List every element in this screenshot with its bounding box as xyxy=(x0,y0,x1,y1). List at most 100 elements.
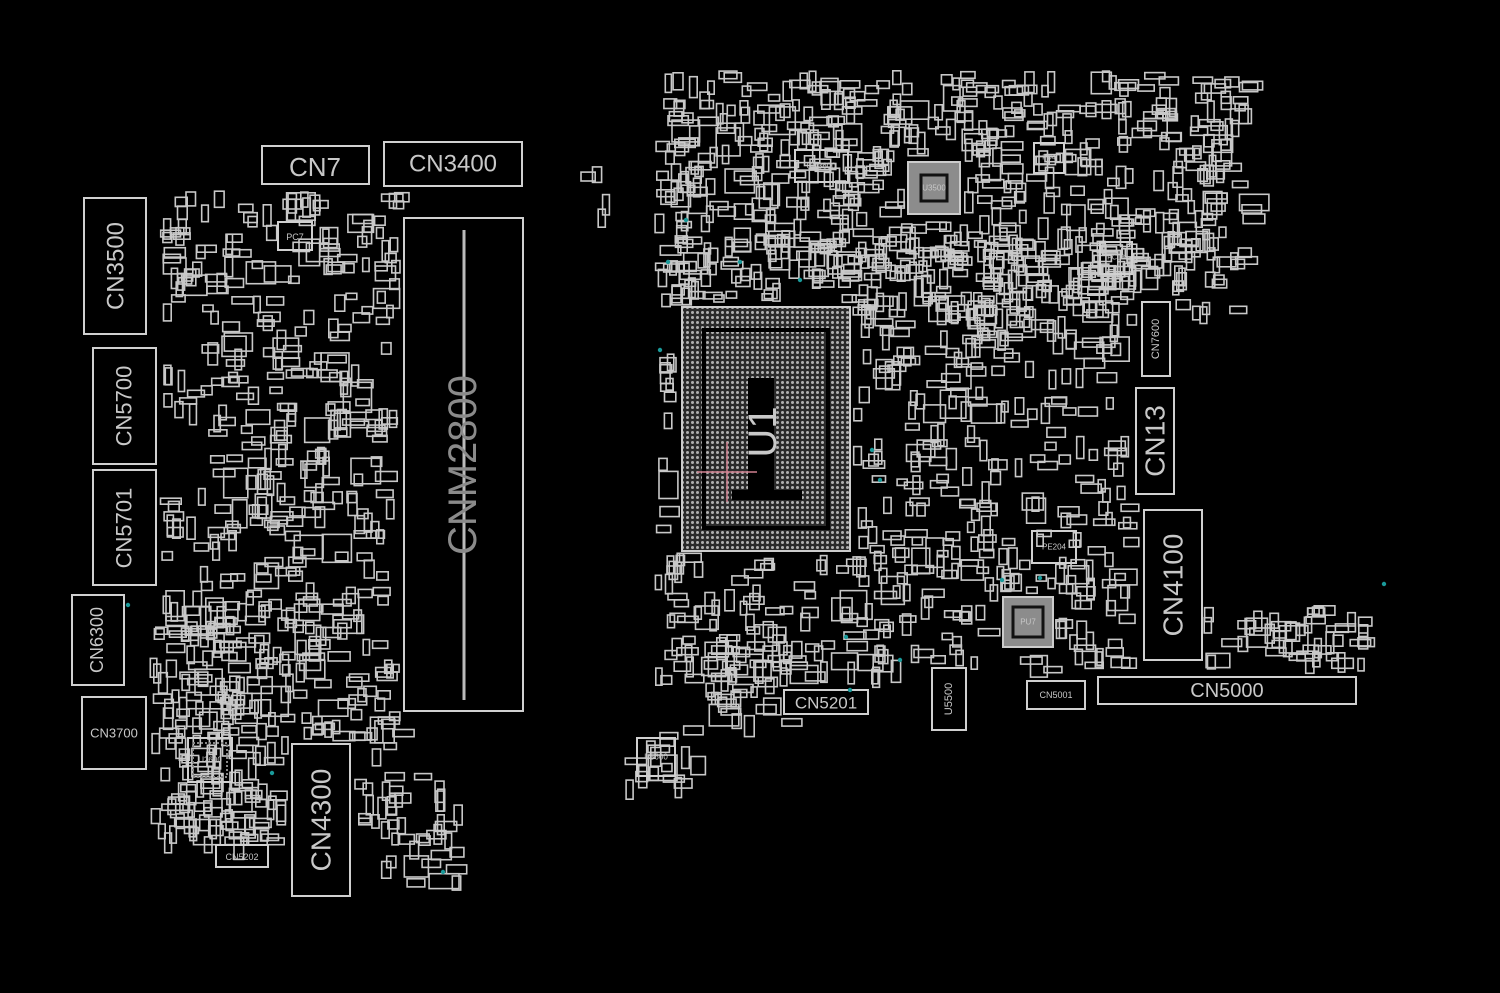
passive-component[interactable] xyxy=(1001,298,1021,308)
passive-component[interactable] xyxy=(307,638,331,650)
passive-component[interactable] xyxy=(192,590,203,608)
passive-component[interactable] xyxy=(229,675,241,692)
passive-component[interactable] xyxy=(700,215,711,233)
passive-component[interactable] xyxy=(842,193,861,205)
passive-component[interactable] xyxy=(332,614,363,635)
passive-component[interactable] xyxy=(1210,203,1226,212)
passive-component[interactable] xyxy=(248,817,272,829)
passive-component[interactable] xyxy=(835,182,853,192)
passive-component[interactable] xyxy=(654,213,665,234)
passive-component[interactable] xyxy=(188,818,197,838)
passive-component[interactable] xyxy=(1107,448,1119,470)
passive-component[interactable] xyxy=(916,502,926,517)
passive-component[interactable] xyxy=(928,456,948,467)
passive-component[interactable] xyxy=(819,554,828,576)
passive-component[interactable] xyxy=(889,99,898,118)
passive-component[interactable] xyxy=(208,428,228,437)
passive-component[interactable] xyxy=(1346,611,1357,627)
passive-component[interactable] xyxy=(762,645,774,662)
passive-component[interactable] xyxy=(897,188,905,207)
passive-component[interactable] xyxy=(1024,71,1035,94)
passive-component[interactable] xyxy=(1023,318,1033,333)
passive-component[interactable] xyxy=(676,615,699,624)
passive-component[interactable] xyxy=(847,661,856,685)
passive-component[interactable] xyxy=(218,416,237,427)
passive-component[interactable] xyxy=(666,555,675,575)
passive-component[interactable] xyxy=(1162,212,1178,221)
passive-component[interactable] xyxy=(1077,406,1099,417)
passive-component[interactable] xyxy=(1199,306,1208,325)
passive-component[interactable] xyxy=(1241,204,1263,214)
passive-component[interactable] xyxy=(1000,333,1024,342)
passive-component[interactable] xyxy=(880,575,906,606)
passive-component[interactable] xyxy=(973,339,997,349)
passive-component[interactable] xyxy=(648,766,660,782)
connector-cn7600[interactable]: CN7600 xyxy=(1141,301,1171,377)
passive-component[interactable] xyxy=(975,386,984,400)
passive-component[interactable] xyxy=(880,125,895,134)
passive-component[interactable] xyxy=(938,221,952,232)
passive-component[interactable] xyxy=(715,102,724,125)
passive-component[interactable] xyxy=(1055,618,1074,629)
passive-component[interactable] xyxy=(979,215,990,235)
passive-component[interactable] xyxy=(1334,623,1357,633)
passive-component[interactable] xyxy=(334,294,346,313)
passive-component[interactable] xyxy=(1201,301,1211,316)
passive-component[interactable] xyxy=(709,618,718,632)
passive-component[interactable] xyxy=(308,603,324,613)
passive-component[interactable] xyxy=(315,483,323,503)
passive-component[interactable] xyxy=(1075,367,1084,389)
passive-component[interactable] xyxy=(817,209,841,219)
passive-component[interactable] xyxy=(580,171,596,182)
passive-component[interactable] xyxy=(327,650,351,662)
passive-component[interactable] xyxy=(1043,113,1054,137)
passive-component[interactable] xyxy=(229,699,238,716)
passive-component[interactable] xyxy=(945,347,960,359)
passive-component[interactable] xyxy=(927,116,940,130)
passive-component[interactable] xyxy=(900,227,912,251)
passive-component[interactable] xyxy=(1098,287,1107,306)
passive-component[interactable] xyxy=(874,618,890,631)
passive-component[interactable] xyxy=(779,605,794,615)
passive-component[interactable] xyxy=(371,748,382,767)
passive-component[interactable] xyxy=(999,331,1009,347)
passive-component[interactable] xyxy=(234,769,243,786)
passive-component[interactable] xyxy=(1224,76,1240,88)
passive-component[interactable] xyxy=(1057,315,1066,339)
passive-component[interactable] xyxy=(841,293,857,304)
passive-component[interactable] xyxy=(664,649,678,661)
passive-component[interactable] xyxy=(185,691,203,702)
passive-component[interactable] xyxy=(224,600,241,611)
passive-component[interactable] xyxy=(280,713,296,723)
passive-component[interactable] xyxy=(660,762,673,773)
passive-component[interactable] xyxy=(1019,656,1043,665)
passive-component[interactable] xyxy=(879,206,902,218)
connector-cn5701[interactable]: CN5701 xyxy=(92,469,157,586)
passive-component[interactable] xyxy=(350,708,363,721)
passive-component[interactable] xyxy=(960,559,985,581)
passive-component[interactable] xyxy=(340,377,352,398)
passive-component[interactable] xyxy=(255,563,269,574)
passive-component[interactable] xyxy=(385,806,398,816)
passive-component[interactable] xyxy=(874,318,894,327)
passive-component[interactable] xyxy=(269,525,286,536)
passive-component[interactable] xyxy=(1051,396,1068,405)
passive-component[interactable] xyxy=(703,659,719,670)
passive-component[interactable] xyxy=(838,229,851,244)
passive-component[interactable] xyxy=(1107,584,1129,612)
passive-component[interactable] xyxy=(264,656,278,666)
passive-component[interactable] xyxy=(673,100,685,117)
passive-component[interactable] xyxy=(780,139,790,156)
passive-component[interactable] xyxy=(849,197,862,207)
passive-component[interactable] xyxy=(192,818,222,846)
passive-component[interactable] xyxy=(685,656,694,678)
passive-component[interactable] xyxy=(862,349,872,365)
passive-component[interactable] xyxy=(265,224,278,242)
passive-component[interactable] xyxy=(221,733,232,757)
passive-component[interactable] xyxy=(1004,125,1015,138)
passive-component[interactable] xyxy=(966,425,976,444)
passive-component[interactable] xyxy=(1337,651,1346,673)
passive-component[interactable] xyxy=(206,751,215,768)
passive-component[interactable] xyxy=(694,165,704,178)
passive-component[interactable] xyxy=(1142,209,1152,233)
